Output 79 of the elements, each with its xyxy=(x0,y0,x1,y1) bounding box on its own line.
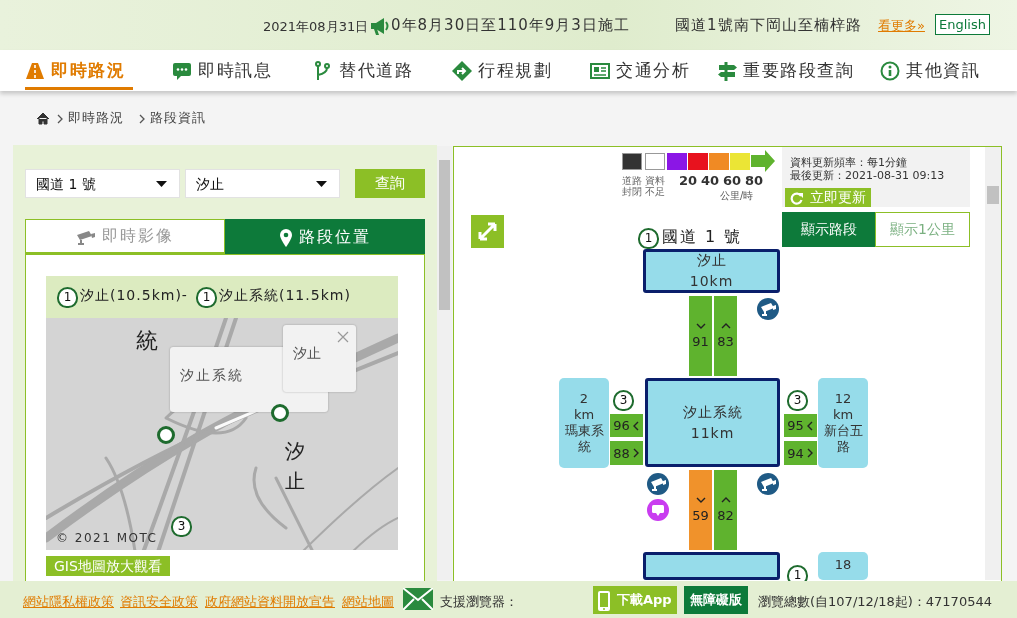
footer-link: 資訊安全政策 xyxy=(120,593,198,611)
more-link: 看更多» xyxy=(878,17,925,35)
update-info: 資料更新頻率：每1分鐘 xyxy=(790,155,907,170)
legend-label: 資料不足 xyxy=(645,175,666,197)
update-info: 最後更新：2021-08-31 09:13 xyxy=(790,168,945,183)
speed-value: 96 xyxy=(613,417,630,434)
speed-bar xyxy=(610,414,643,437)
visit-counter: 瀏覽總數(自107/12/18起)：47170544 xyxy=(758,593,992,611)
speed-value: 94 xyxy=(787,444,804,462)
route-section-title: 汐止(10.5km)- xyxy=(80,287,188,305)
speed-value: 82 xyxy=(717,507,734,524)
nav-item: 即時路況 xyxy=(25,59,125,82)
speed-bar xyxy=(714,296,737,376)
speed-scale-value: 60 xyxy=(723,173,742,188)
nav-item: 其他資訊 xyxy=(880,59,980,82)
map-attribution: © 2021 MOTC xyxy=(56,531,158,545)
speed-value: 88 xyxy=(613,444,630,462)
speed-scale-value: 80 xyxy=(745,173,764,188)
interchange-name: 新台五路 xyxy=(823,423,863,455)
nav-item: 行程規劃 xyxy=(452,59,552,82)
speed-value: 91 xyxy=(692,333,709,350)
legend-label: 道路封閉 xyxy=(622,175,643,197)
tab: 路段位置 xyxy=(225,219,425,254)
notice-text: 國道1號南下岡山至楠梓路 xyxy=(675,16,862,35)
distance-label: 2 km xyxy=(573,391,595,423)
speed-bar xyxy=(689,296,712,376)
speed-value: 83 xyxy=(717,333,734,350)
speed-scale-value: 20 xyxy=(679,173,698,188)
interchange-box xyxy=(643,249,780,293)
interchange-name: 汐止 xyxy=(696,252,727,269)
nav-item: 重要路段查詢 xyxy=(717,59,854,82)
interchange-name: 瑪東系統 xyxy=(564,423,604,455)
map-place-label: 汐止 xyxy=(285,438,306,495)
distance-label: 11km xyxy=(690,424,735,442)
notice-text: 0年8月30日至110年9月3日施工 xyxy=(391,16,630,35)
map-place-label: 統 xyxy=(136,327,158,355)
browser-support-label: 支援瀏覽器： xyxy=(440,593,518,611)
refresh-button: 立即更新 xyxy=(785,188,871,207)
route-section-title: 汐止系統(11.5km) xyxy=(219,287,351,305)
footer-link: 政府網站資料開放宣告 xyxy=(205,593,335,611)
popup-label: 汐止 xyxy=(293,345,321,363)
nav-item: 交通分析 xyxy=(590,59,690,82)
tab: 即時影像 xyxy=(25,219,225,254)
interchange-name: 汐止系統 xyxy=(682,403,743,421)
road-name: 國道 1 號 xyxy=(662,227,743,248)
dropdown-field: 汐止 xyxy=(185,169,340,198)
accessibility-button: 無障礙版 xyxy=(684,586,748,614)
search-button: 查詢 xyxy=(355,169,425,198)
neighbor-box xyxy=(559,378,609,468)
dropdown-field: 國道 1 號 xyxy=(25,169,180,198)
breadcrumb-item: 路段資訊 xyxy=(150,109,206,127)
distance-label: 12 km xyxy=(832,391,854,423)
interchange-box xyxy=(645,378,780,467)
interchange-box xyxy=(643,552,780,580)
speed-bar xyxy=(610,441,643,465)
nav-item: 替代道路 xyxy=(313,59,413,82)
distance-label: 10km xyxy=(689,273,734,290)
speed-unit: 公里/時 xyxy=(720,189,754,203)
toggle-button: 顯示1公里 xyxy=(875,212,970,247)
speed-value: 95 xyxy=(787,417,804,434)
speed-bar xyxy=(784,414,817,437)
speed-bar xyxy=(714,470,737,550)
speed-bar xyxy=(689,470,712,550)
toggle-button: 顯示路段 xyxy=(782,212,875,247)
speed-value: 59 xyxy=(692,507,709,524)
distance-label: 18 xyxy=(833,557,853,573)
nav-item: 即時訊息 xyxy=(172,59,272,82)
language-button: English xyxy=(935,14,990,35)
neighbor-box xyxy=(818,552,868,580)
popup-label: 汐止系統 xyxy=(180,367,244,385)
speed-scale-value: 40 xyxy=(701,173,720,188)
download-button: 下載App xyxy=(593,586,677,614)
map-zoom-button: GIS地圖放大觀看 xyxy=(46,556,170,576)
breadcrumb-link: 即時路況 xyxy=(68,109,124,127)
date-text: 2021年08月31日 xyxy=(263,18,369,36)
footer-link: 網站地圖 xyxy=(342,593,394,611)
speed-bar xyxy=(784,441,817,465)
footer-link: 網站隱私權政策 xyxy=(23,593,114,611)
neighbor-box xyxy=(818,378,868,468)
